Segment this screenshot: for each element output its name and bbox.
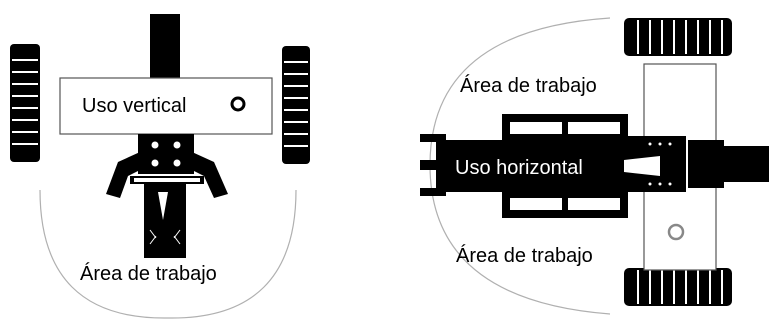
top-column-left: [150, 14, 180, 80]
horizontal-usage-label: Uso horizontal: [455, 157, 583, 179]
work-area-label-bottom: Área de trabajo: [456, 244, 593, 267]
mount-hole-left: [230, 96, 246, 112]
right-wheel: [282, 46, 310, 164]
work-area-arc-left: [39, 189, 297, 319]
gripper-assembly: [106, 134, 228, 258]
top-wheel: [624, 18, 732, 56]
horizontal-usage-diagram: Área de trabajo Uso horizontal Área de t…: [420, 17, 769, 315]
vertical-usage-label: Uso vertical: [82, 95, 186, 117]
work-area-label-left: Área de trabajo: [80, 262, 217, 285]
left-wheel: [10, 44, 40, 162]
bottom-wheel: [624, 268, 732, 306]
mount-hole-right: [667, 223, 685, 241]
horizontal-gripper-assembly: [420, 114, 686, 218]
rear-column-right: [720, 146, 769, 182]
vertical-usage-diagram: Uso vertical Área de trabajo: [10, 14, 310, 319]
column-mount: [688, 140, 724, 188]
work-area-label-top: Área de trabajo: [460, 74, 597, 97]
